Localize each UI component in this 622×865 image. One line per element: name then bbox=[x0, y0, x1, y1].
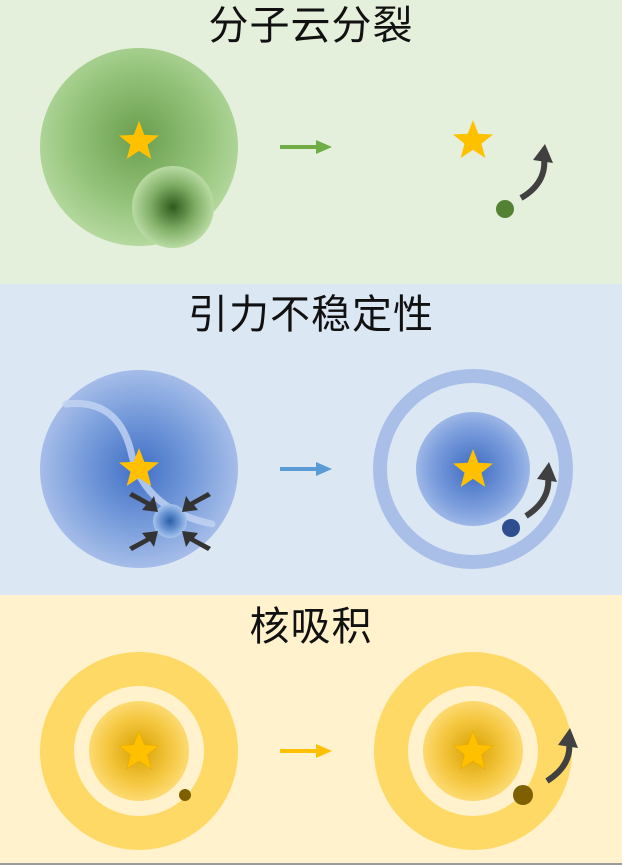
companion-dot bbox=[502, 519, 520, 537]
outer-disk-ring bbox=[373, 369, 573, 569]
cloud-fragmentation-after bbox=[453, 120, 553, 218]
star-icon bbox=[453, 449, 493, 487]
right-arrow-icon bbox=[280, 462, 332, 476]
star-icon bbox=[118, 730, 160, 770]
cloud-fragment bbox=[132, 166, 214, 248]
outer-disk-ring bbox=[374, 652, 572, 850]
orbit-arrow-icon bbox=[524, 462, 557, 519]
cloud-fragmentation-before bbox=[40, 48, 238, 248]
orbit-arrow-icon bbox=[545, 728, 578, 784]
star-icon bbox=[119, 448, 159, 486]
right-arrow-icon bbox=[280, 140, 332, 154]
bottom-divider bbox=[0, 863, 622, 865]
right-arrow-icon bbox=[280, 744, 332, 758]
star-icon bbox=[119, 121, 159, 159]
companion-dot bbox=[513, 785, 533, 805]
gravitational-instability-after bbox=[373, 369, 573, 569]
panel-title-cloud-fragmentation: 分子云分裂 bbox=[208, 3, 414, 49]
collapsing-clump bbox=[153, 504, 187, 538]
star-icon bbox=[453, 120, 493, 158]
planetesimal-dot bbox=[179, 789, 191, 801]
core-accretion-after bbox=[374, 652, 578, 850]
outer-disk-ring bbox=[40, 652, 238, 850]
gravitational-instability-before bbox=[40, 370, 238, 568]
core-accretion-before bbox=[40, 652, 238, 850]
compression-arrow-icon bbox=[129, 492, 211, 551]
panel-title-core-accretion: 核吸积 bbox=[249, 604, 373, 650]
orbit-arrow-icon bbox=[519, 144, 553, 201]
companion-dot bbox=[496, 200, 514, 218]
star-icon bbox=[452, 730, 494, 770]
panel-title-gravitational-instability: 引力不稳定性 bbox=[188, 292, 434, 338]
